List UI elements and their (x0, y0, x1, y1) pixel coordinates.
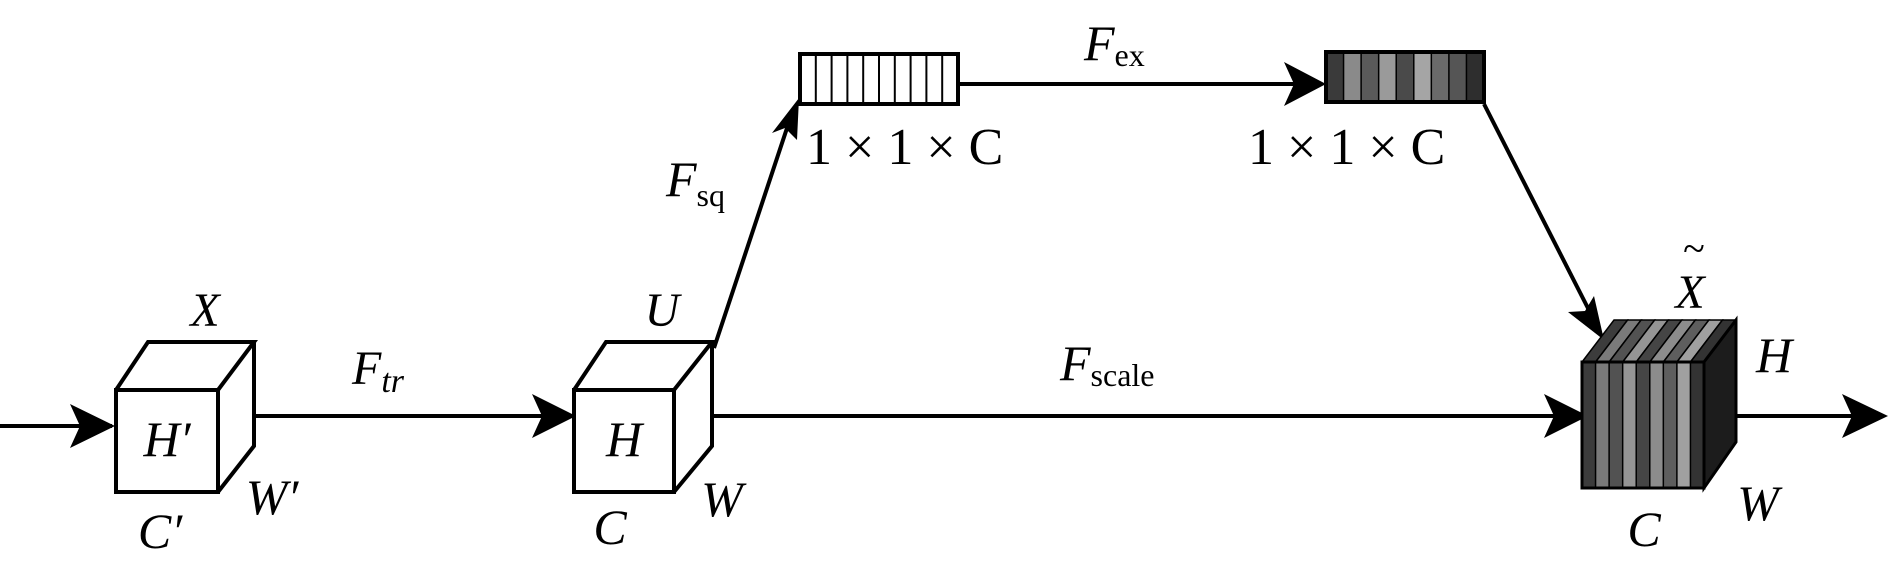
excitation-symbol: F (1083, 15, 1115, 71)
input-cube-channels: C′ (138, 503, 183, 559)
input-cube-width: W′ (246, 469, 300, 525)
transform-symbol: F (351, 342, 382, 395)
excitation-channel-stripe (1413, 51, 1433, 103)
output-cube (1580, 315, 1738, 493)
squeeze-output-shape: 1 × 1 × C (806, 119, 1003, 176)
squeeze-vector-dividers (814, 54, 944, 104)
transform-arrow (254, 394, 576, 438)
feature-map-channels: C (593, 499, 627, 555)
output-channel-stripe (1689, 361, 1706, 489)
transform-label: Ftr (351, 342, 405, 400)
output-channel-stripe (1608, 361, 1624, 489)
output-channel-stripe (1676, 361, 1692, 489)
input-cube-name: X (188, 284, 221, 337)
excitation-channel-stripe (1325, 51, 1345, 103)
output-channel-stripe (1649, 361, 1665, 489)
scale-label: Fscale (1059, 335, 1155, 393)
squeeze-arrow (712, 98, 799, 349)
output-cube-width: W (1737, 475, 1783, 531)
excitation-subscript: ex (1115, 37, 1145, 73)
excitation-vector (1324, 50, 1486, 104)
output-channel-stripe (1581, 361, 1597, 489)
transform-subscript: tr (381, 363, 404, 400)
output-cube-channels: C (1627, 501, 1661, 557)
squeeze-vector (798, 52, 960, 106)
output-channel-stripe (1635, 361, 1652, 489)
output-cube-name: X (1673, 266, 1706, 319)
feature-map-name: U (645, 284, 683, 337)
excitation-arrow (958, 62, 1326, 106)
feature-map-cube (572, 340, 717, 494)
excitation-channel-stripe (1448, 51, 1468, 103)
squeeze-subscript: sq (697, 177, 725, 213)
excitation-channel-stripe (1465, 51, 1486, 103)
output-cube-height: H (1755, 327, 1795, 383)
scale-arrow (712, 394, 1588, 438)
input-arrow (0, 404, 115, 448)
squeeze-symbol: F (665, 151, 697, 207)
squeeze-label: Fsq (665, 151, 725, 213)
output-cube-accent: ~ (1683, 226, 1705, 271)
excitation-output-shape: 1 × 1 × C (1248, 119, 1445, 176)
excitation-channel-stripe (1377, 51, 1398, 103)
excitation-channel-stripe (1360, 51, 1380, 103)
feature-map-width: W (701, 471, 747, 527)
output-channel-stripe (1621, 361, 1638, 489)
scale-symbol: F (1059, 335, 1091, 391)
scale-subscript: scale (1091, 357, 1155, 393)
input-cube-height: H′ (142, 411, 191, 467)
excitation-label: Fex (1083, 15, 1145, 73)
output-channel-stripe (1662, 361, 1679, 489)
output-arrow (1736, 394, 1888, 438)
output-channel-stripe (1594, 361, 1611, 489)
output-cube-front-stripes (1581, 361, 1706, 489)
excitation-to-output-arrow (1482, 103, 1604, 340)
feature-map-height: H (605, 411, 645, 467)
input-cube (114, 340, 258, 494)
excitation-vector-stripes (1325, 51, 1486, 103)
excitation-channel-stripe (1430, 51, 1451, 103)
excitation-channel-stripe (1395, 51, 1416, 103)
excitation-channel-stripe (1342, 51, 1363, 103)
